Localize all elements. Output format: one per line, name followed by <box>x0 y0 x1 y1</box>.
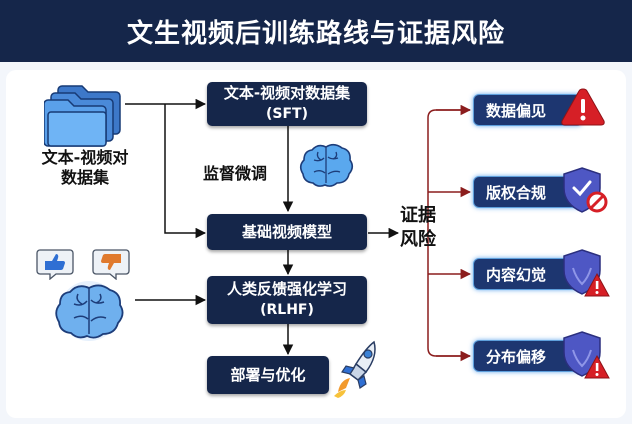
brain-icon <box>298 142 354 190</box>
dataset-label: 文本-视频对 数据集 <box>41 148 129 187</box>
rlhf-box: 人类反馈强化学习 (RLHF) <box>207 276 367 324</box>
diagram-canvas: 文本-视频对 数据集 文本-视频对数据集 (SFT) 监督微调 基础视频模型 证… <box>0 62 632 424</box>
warning-icon <box>560 86 606 128</box>
page-title: 文生视频后训练路线与证据风险 <box>126 18 505 49</box>
folder-stack-icon <box>43 82 124 148</box>
thumbs-down-icon <box>92 248 130 281</box>
shield-prohibited-icon <box>560 166 610 216</box>
sft-box: 文本-视频对数据集 (SFT) <box>207 82 367 126</box>
header-bar: 文生视频后训练路线与证据风险 <box>0 0 632 62</box>
risk-bracket <box>427 109 470 357</box>
base-model-box: 基础视频模型 <box>207 214 367 250</box>
shield-warning-icon <box>560 330 610 382</box>
thumbs-up-icon <box>36 248 74 281</box>
shield-warning-icon <box>560 248 610 300</box>
deploy-box: 部署与优化 <box>207 356 329 394</box>
supervised-label: 监督微调 <box>202 164 267 183</box>
brain-icon <box>52 280 126 342</box>
rocket-icon <box>330 338 384 400</box>
risk-label: 证据 风险 <box>400 205 436 250</box>
arrow-dataset-to-base <box>164 104 207 239</box>
connector-lines <box>125 98 472 362</box>
